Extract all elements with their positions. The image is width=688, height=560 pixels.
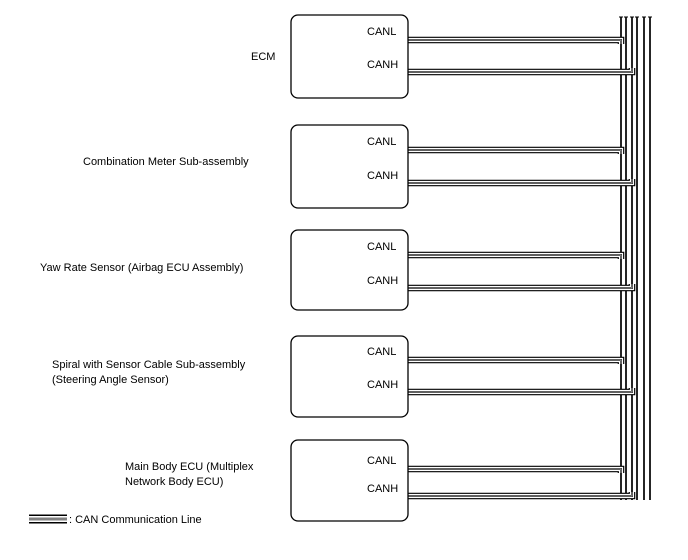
module-box [290, 124, 409, 209]
canh-wire [408, 68, 636, 76]
module-name: (Steering Angle Sensor) [52, 374, 169, 386]
bus-rails [619, 16, 652, 500]
ecu-module: CANL CANH Combination Meter Sub-assembly [83, 124, 409, 209]
canh-pin-label: CANH [367, 59, 398, 71]
ecu-module: CANL CANH ECM [251, 14, 409, 99]
canl-pin-label: CANL [367, 26, 396, 38]
canh-wire [408, 492, 636, 500]
canh-pin-label: CANH [367, 379, 398, 391]
canl-wire [408, 356, 625, 364]
canh-pin-label: CANH [367, 483, 398, 495]
bus-rail [630, 16, 634, 500]
canl-pin-label: CANL [367, 136, 396, 148]
bus-rail [635, 16, 639, 500]
can-bus-wires [408, 16, 652, 500]
module-name: ECM [251, 51, 275, 63]
module-name: Combination Meter Sub-assembly [83, 156, 249, 168]
ecu-module: CANL CANH Main Body ECU (MultiplexNetwork … [125, 439, 409, 522]
canl-pin-label: CANL [367, 455, 396, 467]
bus-rail [648, 16, 652, 500]
ecu-modules: CANL CANH ECM CANL CANH Combination Meter Sub… [40, 14, 409, 522]
module-name: Spiral with Sensor Cable Sub-assembly [52, 359, 246, 371]
module-name: Network Body ECU) [125, 476, 223, 488]
canh-wire [408, 388, 636, 396]
module-box [290, 14, 409, 99]
canh-wire [408, 179, 636, 187]
canh-pin-label: CANH [367, 275, 398, 287]
canl-wire [408, 36, 625, 44]
module-name: Yaw Rate Sensor (Airbag ECU Assembly) [40, 262, 243, 274]
module-box [290, 439, 409, 522]
legend-label: : CAN Communication Line [69, 514, 202, 526]
bus-rail [624, 16, 628, 500]
canl-wire [408, 251, 625, 259]
module-name: Main Body ECU (Multiplex [125, 461, 254, 473]
canh-pin-label: CANH [367, 170, 398, 182]
canl-pin-label: CANL [367, 346, 396, 358]
ecu-module: CANL CANH Yaw Rate Sensor (Airbag ECU Asse… [40, 229, 409, 311]
legend: : CAN Communication Line [29, 514, 202, 526]
canl-pin-label: CANL [367, 241, 396, 253]
ecu-module: CANL CANH Spiral with Sensor Cable Sub-ass… [52, 335, 409, 418]
canl-wire [408, 465, 625, 473]
module-box [290, 335, 409, 418]
canh-wire [408, 284, 636, 292]
bus-rail [642, 16, 646, 500]
module-box [290, 229, 409, 311]
canl-wire [408, 146, 625, 154]
